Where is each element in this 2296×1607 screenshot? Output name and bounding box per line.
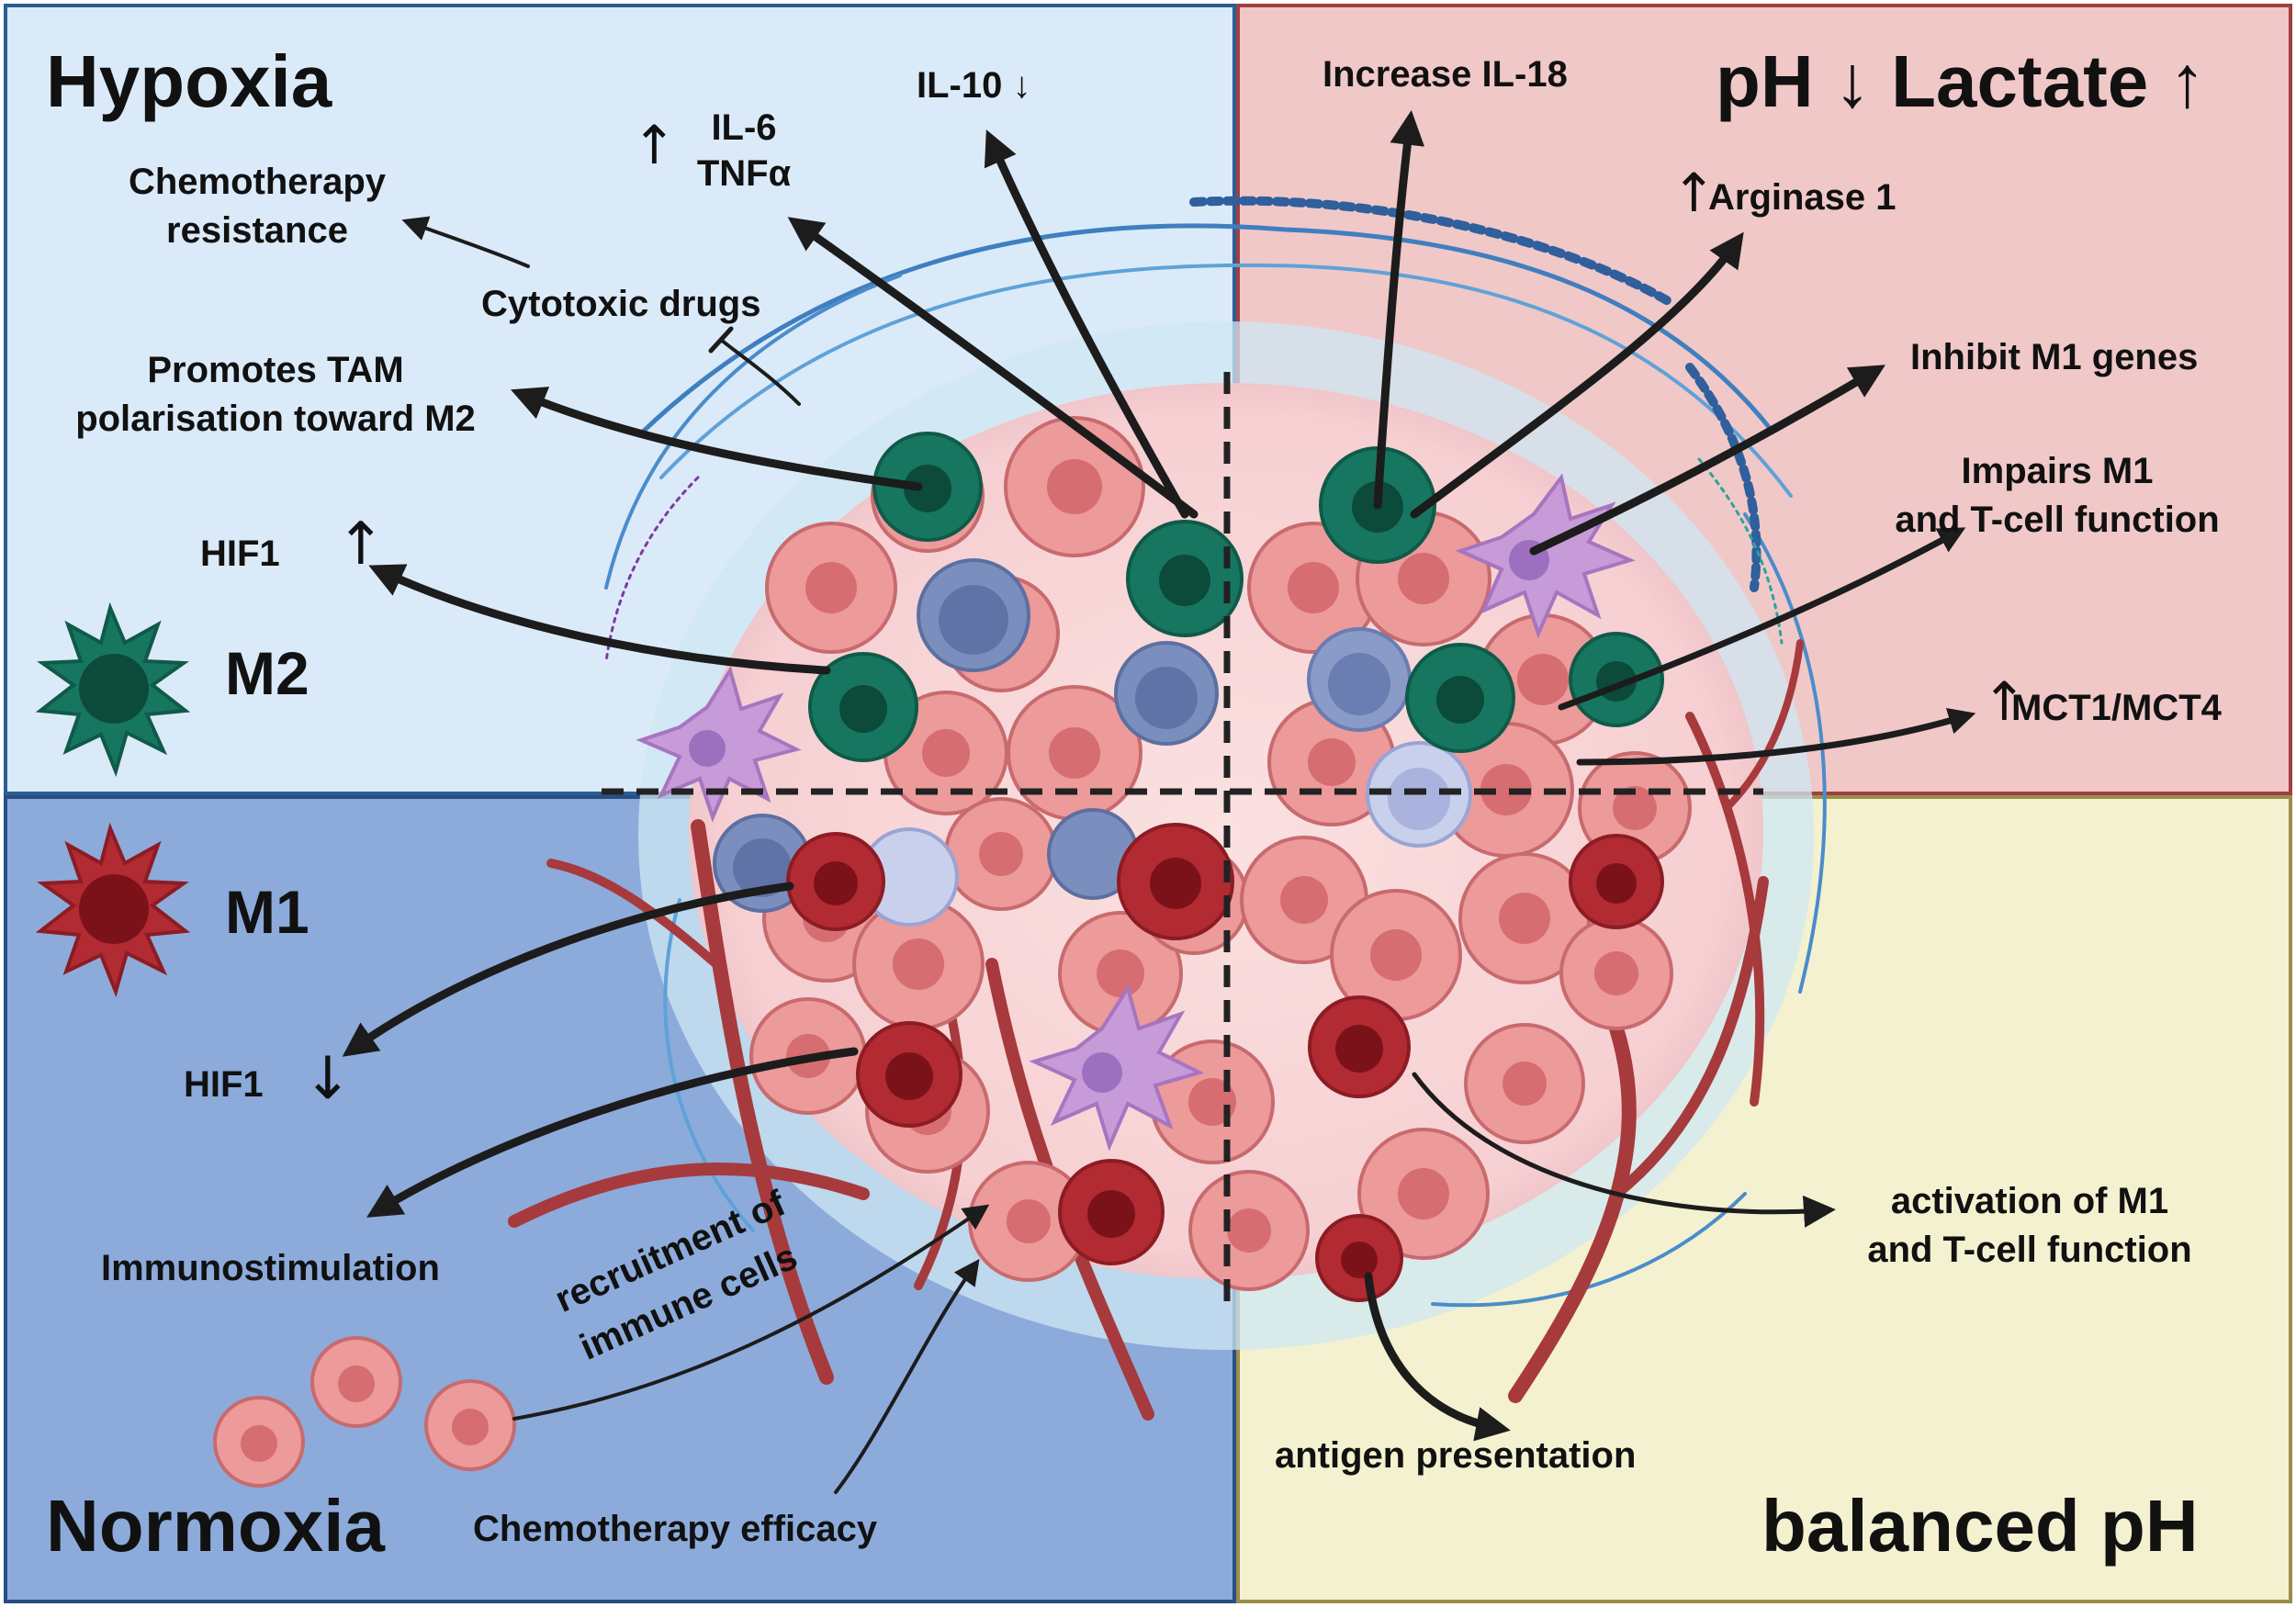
ecm-fibers [604, 196, 1827, 1308]
cytotoxic-drugs-label: Cytotoxic drugs [481, 284, 761, 324]
arrow-chemo-resistance [401, 216, 530, 268]
mct-label: MCT1/MCT4 [2011, 688, 2222, 728]
m2-legend-label: M2 [225, 639, 310, 707]
arrow-inhibit-m1 [1529, 365, 1886, 556]
arrow-immuno [366, 1047, 859, 1218]
inhibit-cytotoxic [719, 338, 801, 406]
impairs-line2: and T-cell function [1895, 500, 2220, 540]
il6-label: IL-6 [711, 107, 777, 148]
m1-legend-label: M1 [225, 878, 310, 946]
arginase-label: Arginase 1 [1708, 177, 1896, 218]
activation-line1: activation of M1 [1890, 1181, 2169, 1221]
tnfa-label: TNFα [696, 153, 792, 194]
normoxia-title: Normoxia [46, 1485, 385, 1567]
arrow-activation [1412, 1072, 1836, 1228]
il10-text: IL-10 ↓ [917, 65, 1031, 106]
arrow-recruit [512, 1204, 990, 1421]
inhibit-m1-label: Inhibit M1 genes [1910, 337, 2199, 377]
arrow-mct [1576, 707, 1976, 766]
il6-up-arrow-icon: ↑ [632, 114, 677, 176]
m1-legend-cell [35, 822, 191, 998]
arrow-il18 [1373, 109, 1425, 510]
mct-up-arrow-icon: ↑ [1982, 670, 2027, 733]
normoxia-arrows [342, 882, 990, 1494]
hif1-down-label: HIF1 [184, 1064, 264, 1105]
dendritic-nuclei [689, 540, 1549, 1093]
acidic-title: pH ↓ Lactate ↑ [1716, 40, 2206, 122]
m2-legend-cell [35, 601, 191, 778]
hif1-down-arrow-icon: ↓ [303, 1045, 353, 1113]
arginase-up-arrow-icon: ↑ [1671, 162, 1716, 224]
immunostimulation-label: Immunostimulation [101, 1248, 440, 1288]
hif1-up-arrow-icon: ↑ [336, 511, 386, 579]
arrow-antigen [1364, 1272, 1511, 1442]
arrow-hif1-down [342, 882, 794, 1057]
il18-label: Increase IL-18 [1322, 54, 1568, 95]
acidic-arrows [1373, 109, 1976, 766]
antigen-presentation-label: antigen presentation [1275, 1435, 1637, 1476]
chemo-resistance-line1: Chemotherapy [128, 162, 387, 202]
hif1-up-label: HIF1 [200, 534, 280, 574]
arrow-chemo-efficacy [834, 1258, 980, 1494]
arrow-hif1-up [368, 564, 831, 675]
balanced-arrows [1364, 1072, 1836, 1442]
hypoxia-title: Hypoxia [46, 40, 332, 122]
balanced-ph-title: balanced pH [1761, 1485, 2199, 1567]
activation-line2: and T-cell function [1867, 1230, 2192, 1270]
arrow-il6 [787, 217, 1199, 519]
arrow-arginase [1410, 231, 1744, 519]
chemo-efficacy-label: Chemotherapy efficacy [473, 1509, 878, 1549]
il10-label: IL-10 ↓ [917, 64, 1030, 107]
arrow-tam [511, 387, 923, 491]
arrow-impairs [1558, 527, 1966, 711]
tam-polarisation-line1: Promotes TAM [147, 350, 404, 390]
tumor-cells [749, 416, 1692, 1291]
impairs-line1: Impairs M1 [1961, 451, 2154, 491]
hypoxia-arrows [368, 129, 1199, 675]
chemo-resistance-line2: resistance [166, 210, 348, 251]
tam-polarisation-line2: polarisation toward M2 [75, 399, 476, 439]
arrow-il10 [984, 129, 1189, 519]
